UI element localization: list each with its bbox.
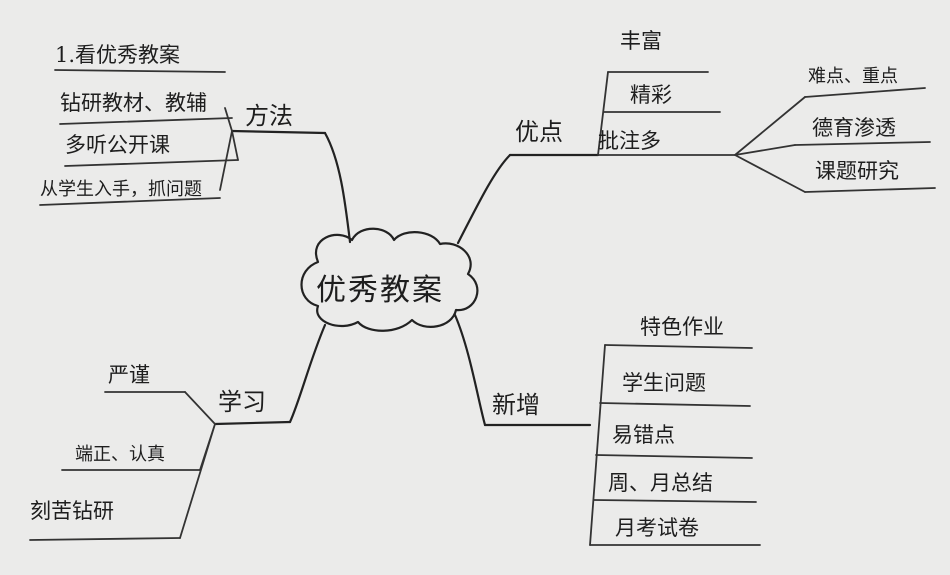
method-item-2-line bbox=[59, 117, 233, 125]
study-item-3-line bbox=[29, 537, 181, 541]
advantage-sub-line-3 bbox=[804, 187, 936, 193]
advantage-sub-line-1 bbox=[804, 87, 926, 98]
method-item-1-line bbox=[54, 69, 226, 73]
advantage-sub-3: 难点、重点 bbox=[808, 66, 898, 87]
add-item-1-line bbox=[604, 344, 753, 349]
study-underline bbox=[213, 420, 292, 426]
advantage-connector bbox=[456, 153, 512, 245]
study-item-1: 严谨 bbox=[108, 363, 150, 387]
study-label: 学习 bbox=[218, 388, 266, 416]
method-item-3-line bbox=[64, 159, 239, 167]
method-item-4-line bbox=[39, 197, 221, 206]
add-item-5: 月考试卷 bbox=[615, 516, 699, 540]
add-item-2-line bbox=[599, 402, 751, 407]
method-item-2: 钻研教材、教辅 bbox=[60, 91, 207, 115]
advantage-item-3: 批注多 bbox=[598, 129, 661, 153]
advantage-label: 优点 bbox=[515, 118, 563, 146]
add-item-1: 特色作业 bbox=[640, 315, 724, 339]
add-spine bbox=[589, 344, 606, 546]
study-item-2: 端正、认真 bbox=[75, 444, 165, 465]
add-item-2: 学生问题 bbox=[622, 371, 706, 395]
method-connector bbox=[323, 131, 352, 244]
study-connector bbox=[288, 323, 327, 424]
advantage-item-1: 丰富 bbox=[620, 29, 662, 53]
add-label: 新增 bbox=[492, 391, 540, 419]
study-item-3: 刻苦钻研 bbox=[30, 499, 114, 523]
study-fan bbox=[179, 391, 216, 539]
advantage-item-2: 精彩 bbox=[630, 83, 672, 107]
advantage-sub-fan bbox=[734, 96, 806, 193]
advantage-sub-line-2 bbox=[794, 141, 931, 146]
method-item-3: 多听公开课 bbox=[65, 133, 170, 157]
method-item-4: 从学生入手，抓问题 bbox=[40, 179, 202, 200]
method-label: 方法 bbox=[245, 102, 293, 130]
method-underline bbox=[230, 129, 327, 135]
add-item-3: 易错点 bbox=[612, 423, 675, 447]
center-label: 优秀教案 bbox=[316, 273, 444, 308]
advantage-sub-1: 课题研究 bbox=[815, 159, 899, 183]
center-cloud-shape bbox=[300, 227, 479, 332]
add-item-3-line bbox=[595, 454, 753, 459]
add-item-4: 周、月总结 bbox=[608, 471, 713, 495]
method-item-1: 1.看优秀教案 bbox=[55, 43, 180, 67]
add-connector bbox=[453, 313, 487, 427]
add-item-4-line bbox=[593, 499, 757, 503]
advantage-spine bbox=[597, 71, 609, 156]
advantage-sub-2: 德育渗透 bbox=[812, 116, 896, 140]
